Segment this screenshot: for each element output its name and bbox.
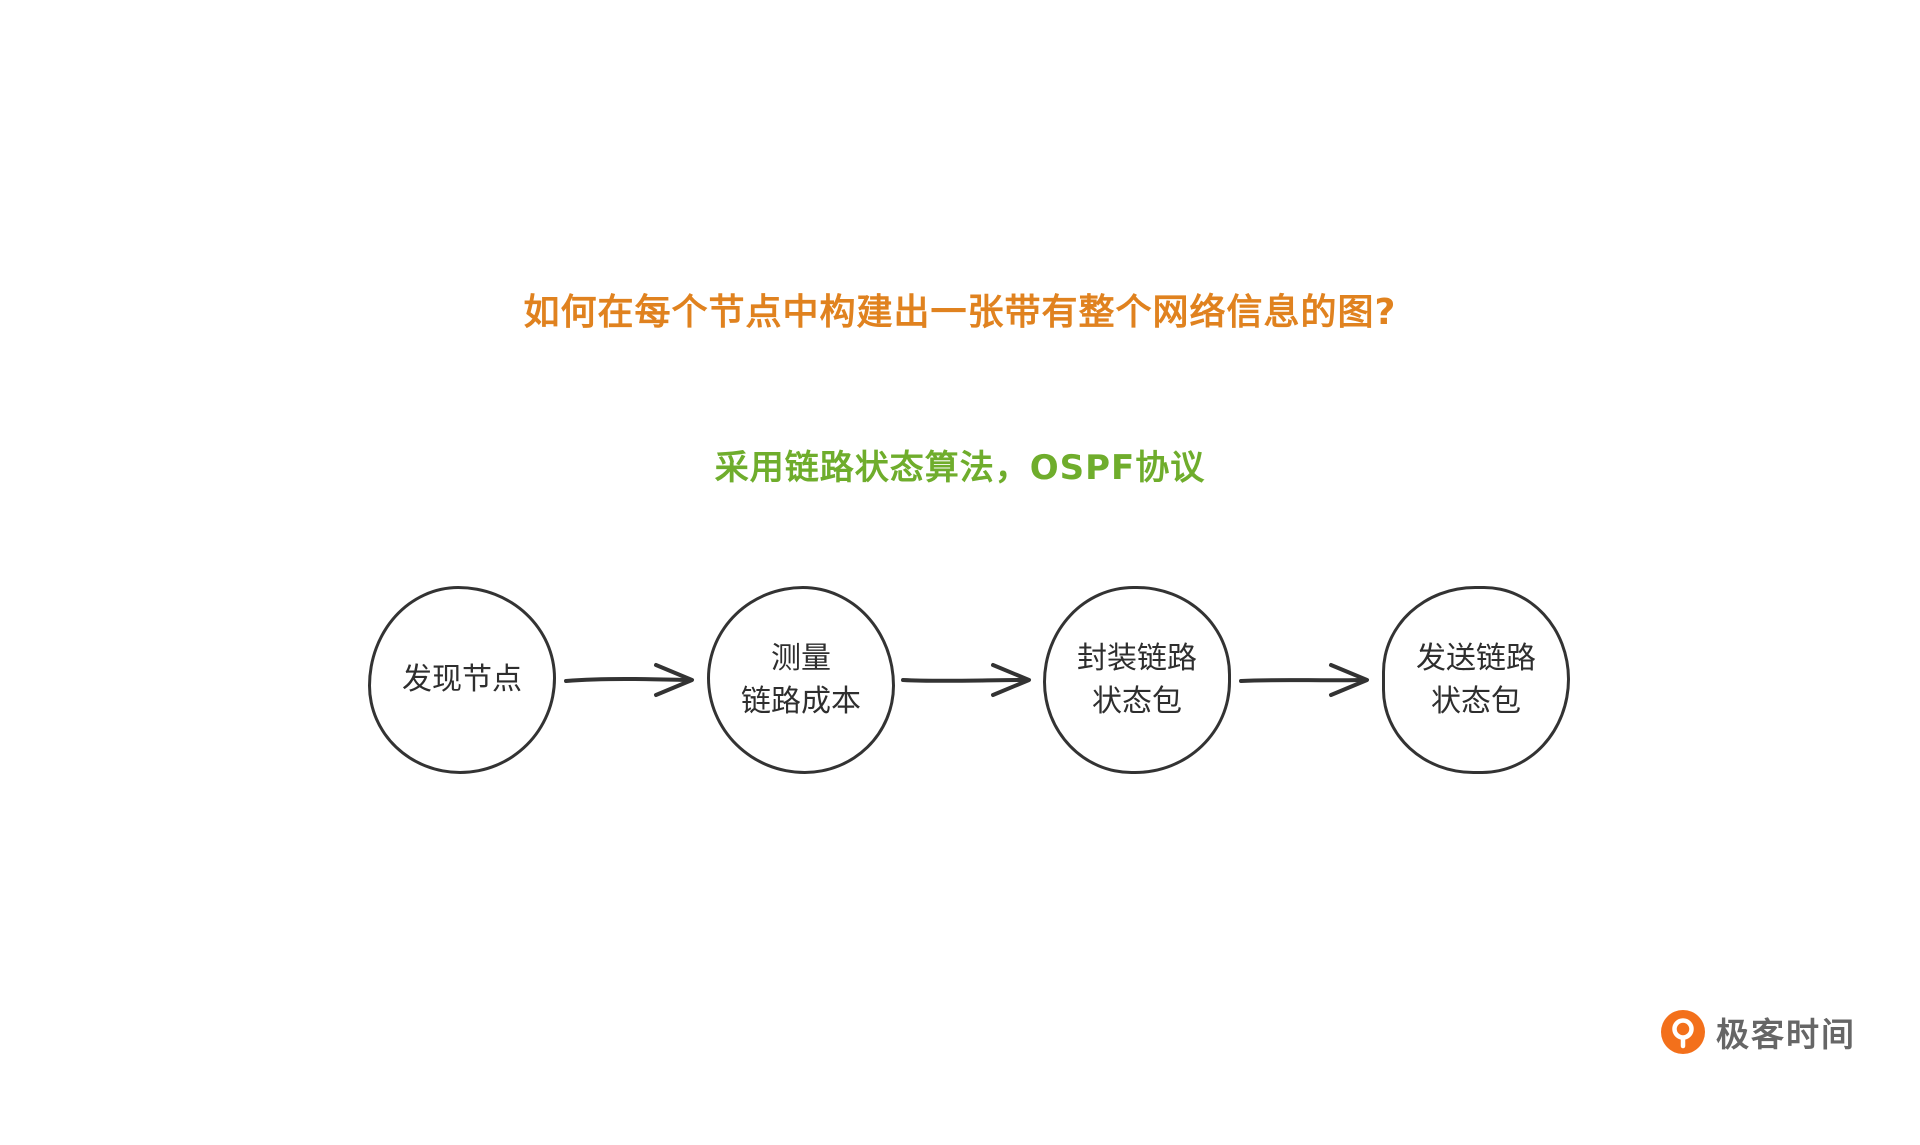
- brand-logo-text: 极客时间: [1716, 1015, 1856, 1054]
- arrow-right-icon: [901, 663, 1031, 697]
- flow-node-measure-cost: 测量 链路成本: [707, 586, 895, 774]
- arrow-right-icon: [564, 663, 694, 697]
- flow-node-send-state: 发送链路 状态包: [1382, 586, 1570, 774]
- subtitle-answer: 采用链路状态算法，OSPF协议: [714, 448, 1206, 488]
- flow-node-pack-state: 封装链路 状态包: [1043, 586, 1231, 774]
- brand-logo: 极客时间: [1660, 1008, 1856, 1056]
- geektime-logo-icon: [1661, 1010, 1705, 1054]
- arrow-right-icon: [1239, 663, 1369, 697]
- flow-node-discover: 发现节点: [368, 586, 556, 774]
- title-question: 如何在每个节点中构建出一张带有整个网络信息的图?: [523, 292, 1397, 333]
